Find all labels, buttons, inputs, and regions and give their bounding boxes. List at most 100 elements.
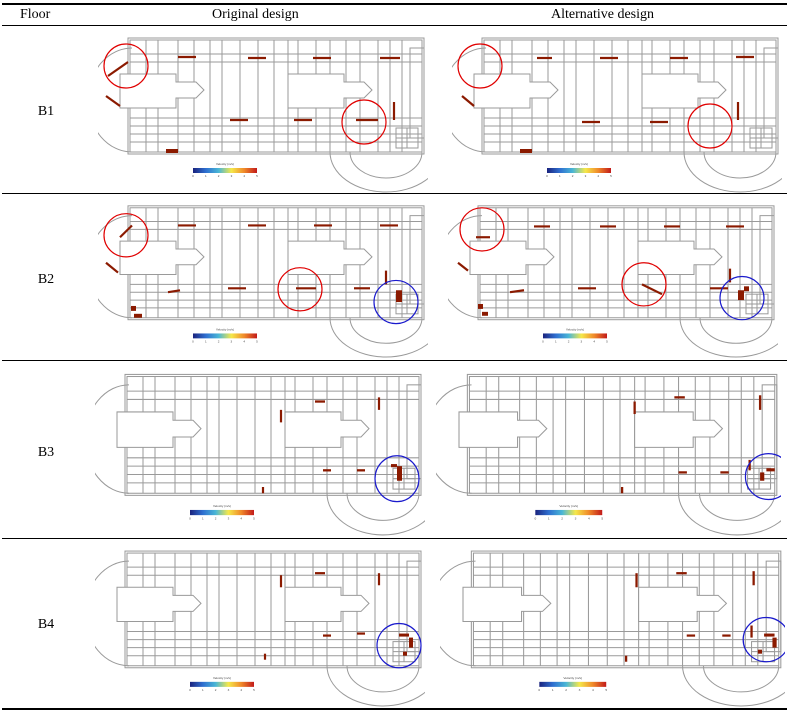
- colorbar-tick-label: 3: [231, 339, 233, 343]
- colorbar-title: Velocity (m/s): [566, 328, 584, 332]
- highlight-circle-red: [621, 262, 667, 307]
- colorbar-tick-label: 3: [579, 688, 581, 692]
- colorbar-tick-label: 2: [572, 174, 574, 178]
- floor-plan-drawing: Velocity (m/s) 0 1 2 3 4 5: [98, 205, 428, 358]
- colorbar-tick-label: 1: [548, 516, 550, 520]
- table-top-rule: [2, 3, 787, 5]
- floor-label-b1: B1: [37, 104, 55, 119]
- velocity-vector: [744, 286, 749, 292]
- floor-label-b4: B4: [37, 617, 55, 632]
- colorbar-tick-label: 3: [581, 339, 583, 343]
- colorbar-tick-label: 0: [542, 339, 544, 343]
- header-original-design: Original design: [212, 7, 299, 22]
- colorbar-tick-label: 0: [189, 688, 191, 692]
- colorbar-title: Velocity (m/s): [559, 504, 578, 508]
- colorbar-tick-label: 4: [240, 688, 242, 692]
- colorbar-tick-label: 1: [202, 516, 204, 520]
- colorbar-title: Velocity (m/s): [216, 162, 234, 166]
- velocity-vector: [641, 283, 663, 296]
- colorbar-tick-label: 2: [215, 688, 217, 692]
- colorbar: [535, 509, 603, 516]
- colorbar-tick-label: 5: [605, 688, 607, 692]
- velocity-vector: [399, 633, 409, 637]
- highlight-circle-red: [277, 267, 323, 312]
- colorbar-tick-label: 1: [559, 174, 561, 178]
- colorbar-tick-label: 2: [568, 339, 570, 343]
- highlight-circle-red: [341, 99, 387, 145]
- row-rule-b1: [2, 193, 787, 194]
- colorbar-tick-label: 4: [588, 516, 590, 520]
- colorbar-tick-label: 2: [218, 339, 220, 343]
- header-rule: [2, 25, 787, 26]
- velocity-vector: [738, 290, 744, 301]
- velocity-vector: [397, 466, 402, 481]
- colorbar-tick-label: 2: [565, 688, 567, 692]
- colorbar-tick-label: 1: [552, 688, 554, 692]
- velocity-vector: [166, 149, 178, 153]
- velocity-vector: [482, 311, 488, 316]
- colorbar-tick-label: 0: [534, 516, 536, 520]
- floor-label-b2: B2: [37, 272, 55, 287]
- colorbar-tick-label: 4: [243, 339, 245, 343]
- highlight-circle-blue: [374, 455, 420, 503]
- colorbar-title: Velocity (m/s): [570, 162, 588, 166]
- colorbar-tick-label: 2: [218, 174, 220, 178]
- colorbar: [539, 681, 607, 687]
- colorbar-tick-label: 3: [228, 516, 230, 520]
- colorbar-tick-label: 0: [538, 688, 540, 692]
- highlight-circle-red: [459, 207, 505, 252]
- colorbar-tick-label: 4: [592, 688, 594, 692]
- velocity-vector: [105, 261, 119, 274]
- table-bottom-rule: [2, 708, 787, 710]
- colorbar: [193, 333, 257, 339]
- colorbar-title: Velocity (m/s): [213, 676, 231, 680]
- velocity-vector: [757, 649, 762, 654]
- velocity-vector: [760, 472, 765, 481]
- highlight-circle-red: [457, 43, 503, 89]
- header-alternative-design: Alternative design: [551, 7, 655, 22]
- velocity-vector: [520, 149, 532, 153]
- velocity-vector: [391, 464, 397, 468]
- highlight-circle-blue: [744, 453, 781, 501]
- plan-b2-original: Velocity (m/s) 0 1 2 3 4 5: [98, 196, 428, 358]
- row-rule-b3: [2, 538, 787, 539]
- velocity-vector: [409, 637, 413, 648]
- velocity-vector: [461, 95, 475, 107]
- colorbar-tick-label: 3: [228, 688, 230, 692]
- velocity-vector: [131, 305, 136, 311]
- colorbar-tick-label: 4: [243, 174, 245, 178]
- colorbar-tick-label: 5: [256, 174, 258, 178]
- colorbar-tick-label: 5: [601, 516, 603, 520]
- floor-label-b3: B3: [37, 445, 55, 460]
- velocity-vector: [772, 637, 777, 648]
- colorbar-tick-label: 5: [253, 688, 255, 692]
- colorbar-tick-label: 4: [240, 516, 242, 520]
- velocity-vector: [134, 313, 142, 318]
- colorbar-tick-label: 5: [256, 339, 258, 343]
- colorbar-tick-label: 0: [192, 339, 194, 343]
- colorbar-title: Velocity (m/s): [213, 504, 231, 508]
- highlight-circle-blue: [742, 616, 785, 663]
- velocity-vector: [509, 289, 525, 294]
- colorbar-tick-label: 3: [585, 174, 587, 178]
- highlight-circle-blue: [719, 275, 765, 321]
- colorbar-tick-label: 5: [253, 516, 255, 520]
- velocity-vector: [107, 61, 129, 77]
- velocity-vector: [457, 261, 469, 272]
- colorbar-tick-label: 3: [231, 174, 233, 178]
- velocity-vector: [119, 224, 133, 239]
- colorbar-tick-label: 0: [192, 174, 194, 178]
- colorbar-title: Velocity (m/s): [216, 328, 234, 332]
- highlight-circle-blue: [373, 279, 419, 325]
- colorbar-tick-label: 1: [205, 339, 207, 343]
- header-floor: Floor: [20, 7, 51, 22]
